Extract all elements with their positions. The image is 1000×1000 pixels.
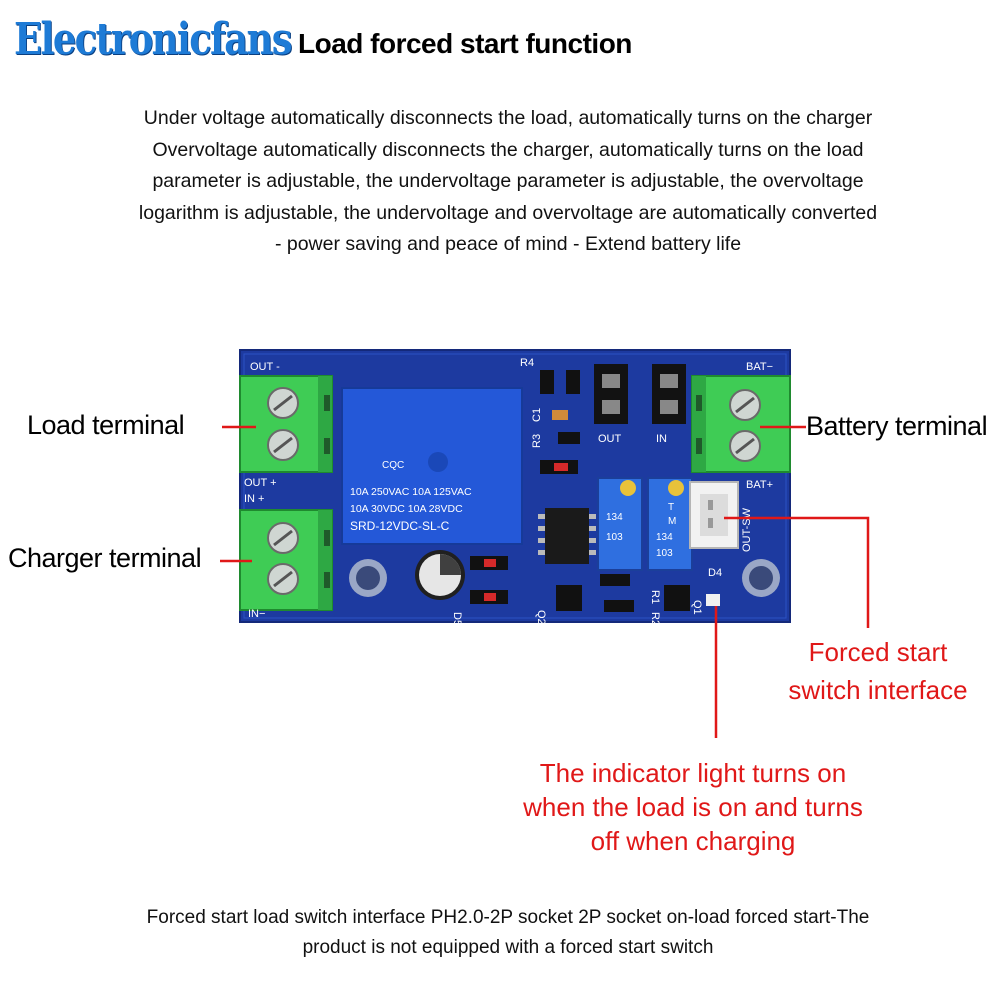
indicator-annotation: The indicator light turns on when the lo… bbox=[470, 756, 916, 858]
footer-line: product is not equipped with a forced st… bbox=[302, 937, 714, 958]
silk-out-minus: OUT - bbox=[250, 361, 280, 373]
load-terminal-label: Load terminal bbox=[27, 410, 185, 440]
battery-terminal-label: Battery terminal bbox=[806, 411, 988, 441]
pcb-highlight bbox=[243, 353, 787, 619]
jumper-header-out bbox=[594, 364, 628, 424]
potentiometer-left: 134 103 bbox=[597, 477, 643, 571]
pot-label: M bbox=[668, 516, 676, 527]
silk-r4: R4 bbox=[520, 357, 534, 369]
silk-r3: R3 bbox=[531, 434, 543, 448]
footer-note: Forced start load switch interface PH2.0… bbox=[60, 903, 956, 963]
silk-q1: Q1 bbox=[691, 600, 703, 615]
intro-line: Under voltage automatically disconnects … bbox=[143, 107, 873, 129]
brand-logo: Electronicfans bbox=[14, 14, 293, 65]
page-title: Load forced start function bbox=[298, 28, 632, 59]
silk-in: IN bbox=[656, 433, 667, 445]
ic-chip bbox=[538, 508, 596, 564]
intro-text: Under voltage automatically disconnects … bbox=[80, 103, 936, 261]
silk-d4: D4 bbox=[708, 567, 722, 579]
silk-bat-plus: BAT+ bbox=[746, 479, 773, 491]
footer-line: Forced start load switch interface PH2.0… bbox=[146, 907, 870, 928]
potentiometer-right: 134 103 T M bbox=[647, 477, 693, 571]
silk-d5: D5 bbox=[451, 612, 463, 626]
charger-terminal-block bbox=[239, 509, 333, 611]
mount-hole-right bbox=[742, 559, 780, 597]
pot-label: 103 bbox=[656, 548, 673, 559]
intro-line: - power saving and peace of mind - Exten… bbox=[274, 233, 742, 255]
charger-terminal-label: Charger terminal bbox=[8, 543, 202, 573]
load-terminal-block bbox=[239, 375, 333, 473]
annotation-line: switch interface bbox=[788, 675, 968, 705]
annotation-line: when the load is on and turns bbox=[523, 792, 863, 822]
silk-in-minus: IN− bbox=[248, 608, 265, 620]
relay: CQC 10A 250VAC 10A 125VAC 10A 30VDC 10A … bbox=[341, 387, 523, 545]
forced-start-annotation: Forced start switch interface bbox=[768, 633, 988, 709]
leader-forced-start bbox=[724, 516, 870, 628]
annotation-leaders bbox=[220, 425, 870, 738]
battery-terminal-block bbox=[691, 375, 791, 473]
smd-components bbox=[470, 370, 720, 612]
board-silkscreen: OUT - OUT + IN + IN− BAT− BAT+ OUT-SW OU… bbox=[244, 357, 773, 626]
silk-q2: Q2 bbox=[535, 610, 547, 625]
pot-label: 134 bbox=[606, 512, 623, 523]
silk-out: OUT bbox=[598, 433, 622, 445]
annotation-line: The indicator light turns on bbox=[539, 758, 847, 788]
annotation-line: Forced start bbox=[808, 637, 948, 667]
intro-line: parameter is adjustable, the undervoltag… bbox=[152, 170, 864, 192]
capacitor bbox=[415, 550, 465, 600]
pot-label: 134 bbox=[656, 532, 673, 543]
relay-brand-label: CQC bbox=[382, 460, 404, 471]
pot-label: 103 bbox=[606, 532, 623, 543]
annotation-line: off when charging bbox=[590, 826, 796, 856]
mount-hole-left bbox=[349, 559, 387, 597]
silk-r2: R2 bbox=[649, 612, 661, 626]
relay-rating-line: 10A 250VAC 10A 125VAC bbox=[350, 486, 472, 498]
silk-r1: R1 bbox=[649, 590, 661, 604]
silk-c1: C1 bbox=[531, 408, 543, 422]
forced-start-socket bbox=[689, 481, 739, 549]
silk-out-sw: OUT-SW bbox=[741, 507, 753, 552]
intro-line: Overvoltage automatically disconnects th… bbox=[152, 138, 864, 161]
silk-out-plus: OUT + bbox=[244, 477, 277, 489]
jumper-header-in bbox=[652, 364, 686, 424]
relay-rating-line: 10A 30VDC 10A 28VDC bbox=[350, 503, 463, 515]
relay-model-label: SRD-12VDC-SL-C bbox=[350, 519, 450, 533]
intro-line: logarithm is adjustable, the undervoltag… bbox=[138, 201, 878, 224]
silk-in-plus: IN + bbox=[244, 493, 264, 505]
silk-bat-minus: BAT− bbox=[746, 361, 773, 373]
pot-label: T bbox=[668, 502, 674, 513]
